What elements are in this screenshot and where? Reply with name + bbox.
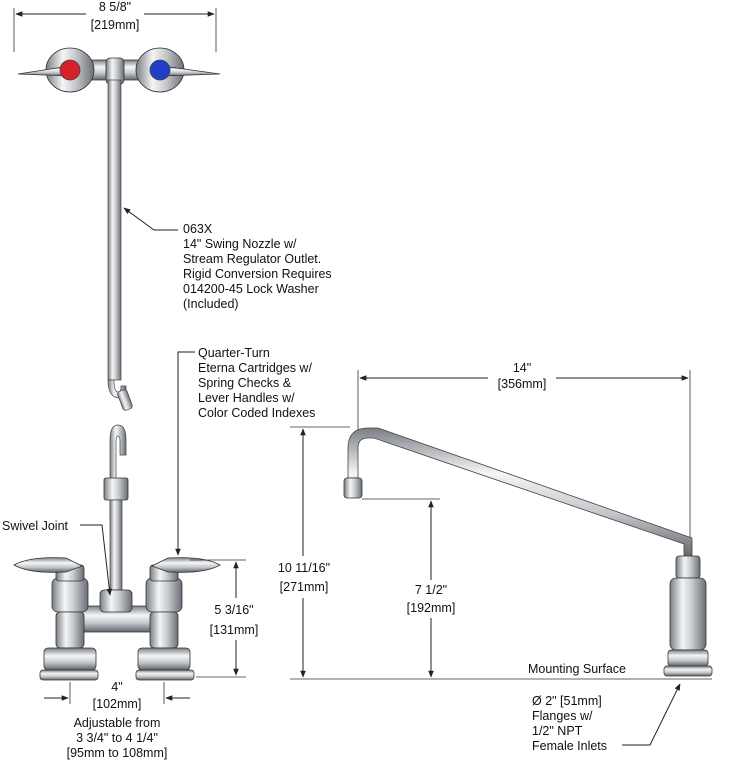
nozzle-tube-top-view	[107, 79, 122, 381]
body-height-label-bg	[206, 598, 262, 640]
cartridges-callout: Quarter-Turn Eterna Cartridges w/ Spring…	[198, 346, 315, 420]
nozzle-outlet-top-view	[117, 389, 133, 411]
swivel-leader	[80, 524, 113, 596]
outlet-height-imperial: 7 1/2"	[415, 583, 447, 597]
top-width-imperial: 8 5/8"	[99, 0, 131, 14]
left-base-nut	[43, 647, 97, 671]
side-aerator	[343, 477, 363, 499]
cartridges-callout-line-2: Eterna Cartridges w/	[198, 361, 312, 375]
front-nozzle-collar	[103, 477, 129, 501]
left-base-flange	[39, 669, 99, 681]
right-shank	[149, 611, 179, 649]
cartridges-callout-line-4: Lever Handles w/	[198, 391, 295, 405]
swivel-joint-label: Swivel Joint	[2, 519, 69, 533]
left-front-lever	[13, 557, 83, 573]
front-view: Swivel Joint Quarter-Turn Eterna Cartrid…	[2, 346, 315, 760]
side-base-flange	[663, 665, 713, 677]
reach-imperial: 14"	[513, 361, 531, 375]
top-width-metric: [219mm]	[91, 18, 140, 32]
top-view: 8 5/8" [219mm] 063X 14" Swing Nozzle w/ …	[13, 0, 332, 411]
flanges-callout-line-2: Flanges w/	[532, 709, 593, 723]
front-center-post	[109, 499, 123, 591]
left-valve-body	[51, 577, 89, 613]
adjustable-line-2: 3 3/4" to 4 1/4"	[76, 731, 158, 745]
right-lever-handle	[161, 65, 221, 77]
right-base-flange	[135, 669, 195, 681]
side-view: 14" [356mm] Mounting Surface 10 11/16" […	[270, 360, 713, 753]
front-swivel-body	[99, 589, 133, 613]
flanges-callout: Ø 2" [51mm] Flanges w/ 1/2" NPT Female I…	[532, 694, 607, 753]
total-height-imperial: 10 11/16"	[278, 561, 330, 575]
flanges-callout-line-4: Female Inlets	[532, 739, 607, 753]
nozzle-callout-line-4: Rigid Conversion Requires	[183, 267, 332, 281]
nozzle-callout-line-1: 063X	[183, 222, 213, 236]
outlet-height-label-bg	[398, 580, 466, 618]
top-width-label-bg	[86, 6, 144, 34]
nozzle-callout-line-2: 14" Swing Nozzle w/	[183, 237, 297, 251]
cartridges-leader	[175, 351, 195, 556]
nozzle-callout: 063X 14" Swing Nozzle w/ Stream Regulato…	[183, 222, 332, 311]
left-shank	[55, 611, 85, 649]
spread-imperial: 4"	[111, 680, 122, 694]
flanges-callout-line-3: 1/2" NPT	[532, 724, 583, 738]
adjustable-line-1: Adjustable from	[74, 716, 161, 730]
reach-label-bg	[488, 360, 556, 394]
flanges-leader	[622, 683, 681, 746]
mounting-surface-label: Mounting Surface	[528, 662, 626, 676]
right-base-nut	[137, 647, 191, 671]
right-valve-body	[145, 577, 183, 613]
adjustable-line-3: [95mm to 108mm]	[67, 746, 168, 760]
cartridges-callout-line-1: Quarter-Turn	[198, 346, 270, 360]
cold-index-icon	[149, 59, 171, 81]
outlet-height-metric: [192mm]	[407, 601, 456, 615]
body-height-imperial: 5 3/16"	[214, 603, 253, 617]
hot-index-icon	[59, 59, 81, 81]
side-spout-arm	[347, 427, 693, 559]
total-height-metric: [271mm]	[280, 580, 329, 594]
side-valve-body	[669, 577, 707, 651]
body-height-metric: [131mm]	[210, 623, 259, 637]
total-height-label-bg	[270, 556, 338, 598]
nozzle-callout-line-6: (Included)	[183, 297, 239, 311]
nozzle-callout-line-5: 014200-45 Lock Washer	[183, 282, 319, 296]
side-nozzle-collar	[675, 555, 701, 579]
cartridges-callout-line-5: Color Coded Indexes	[198, 406, 315, 420]
reach-metric: [356mm]	[498, 377, 547, 391]
spread-metric: [102mm]	[93, 697, 142, 711]
nozzle-callout-line-3: Stream Regulator Outlet.	[183, 252, 321, 266]
nozzle-leader	[123, 207, 178, 231]
side-base-nut	[667, 649, 709, 667]
flanges-callout-line-1: Ø 2" [51mm]	[532, 694, 602, 708]
cartridges-callout-line-3: Spring Checks &	[198, 376, 292, 390]
